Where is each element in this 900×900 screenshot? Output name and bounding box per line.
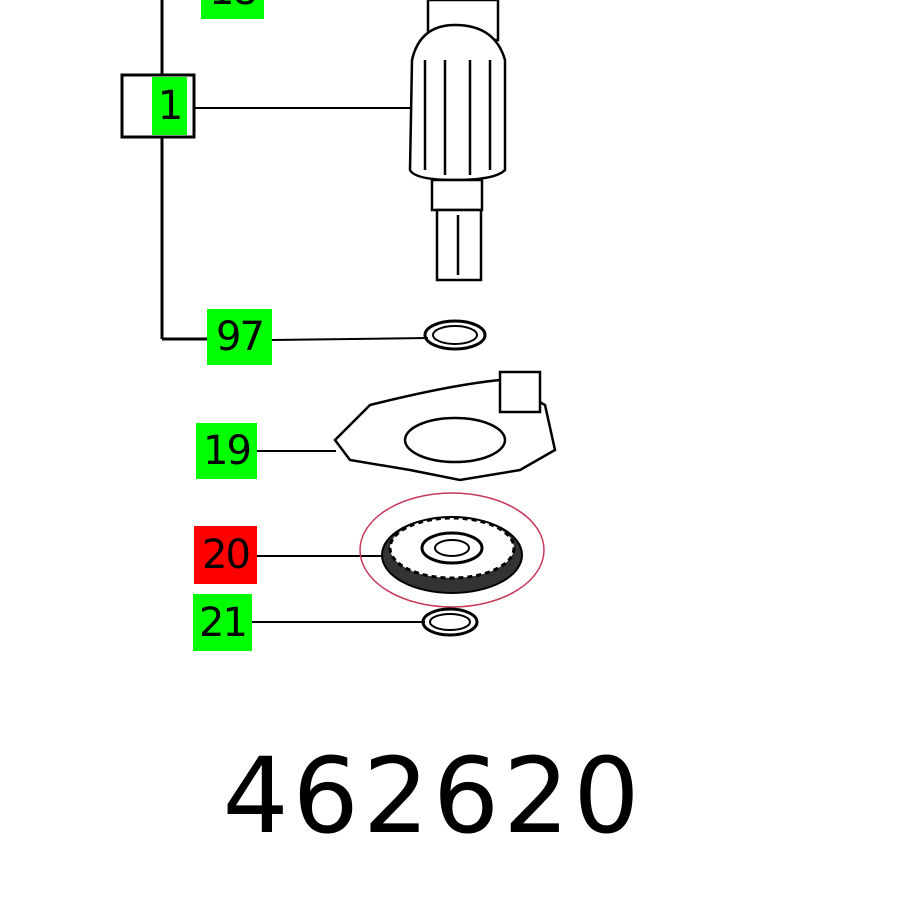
part-label-19[interactable]: 19	[196, 423, 257, 479]
part-label-97[interactable]: 97	[207, 309, 272, 365]
part-number: 462620	[222, 735, 644, 857]
leader-line-97	[271, 337, 429, 341]
part-label-20[interactable]: 20	[194, 526, 257, 584]
bearing-plate-19	[333, 370, 557, 482]
group-box	[120, 73, 196, 139]
gear-20	[381, 516, 523, 594]
washer-21	[421, 607, 479, 637]
washer-21-inner	[429, 613, 471, 631]
part-label-1[interactable]: 1	[152, 77, 187, 135]
armature-part	[408, 0, 507, 282]
part-label-18[interactable]: 18	[201, 0, 264, 19]
part-label-21[interactable]: 21	[193, 594, 252, 651]
washer-97	[423, 319, 487, 351]
washer-97-inner	[432, 325, 478, 345]
selection-highlight-ellipse	[359, 492, 545, 608]
